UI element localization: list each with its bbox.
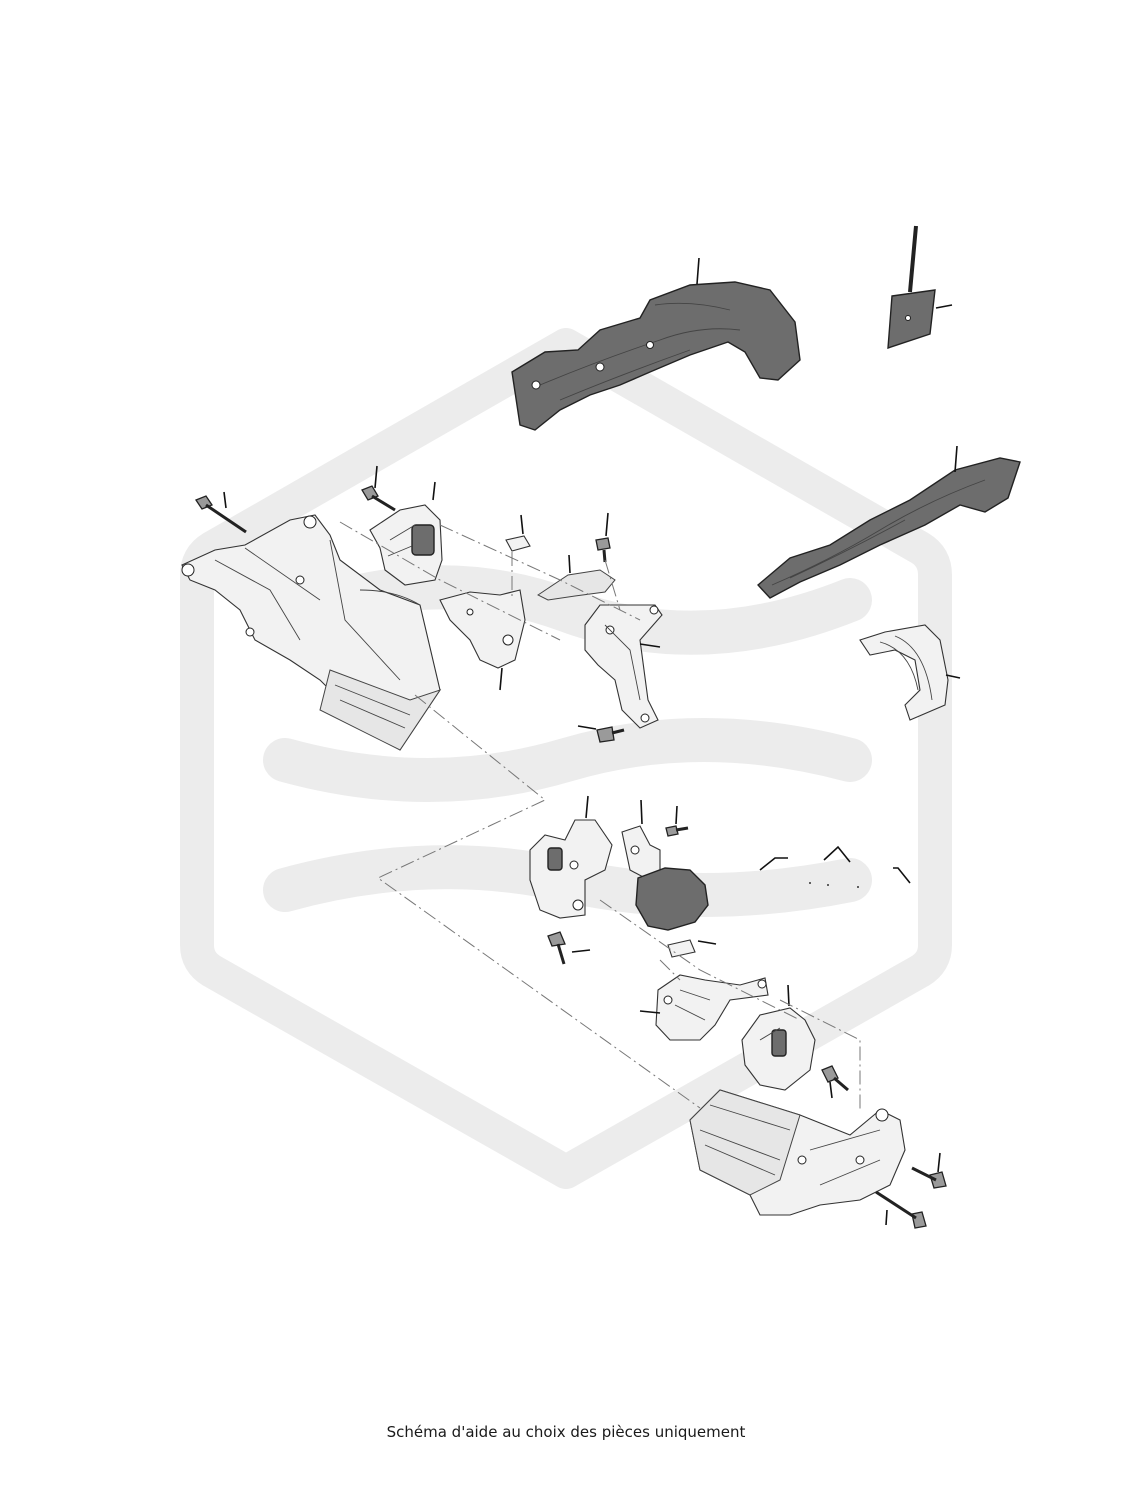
support-arm-right (584, 604, 663, 729)
side-guard-shield (859, 624, 961, 721)
mount-bracket-center (439, 589, 526, 691)
bolt-gearbox (547, 931, 591, 965)
mount-bracket-lower (639, 974, 769, 1041)
rubber-stop-lower (667, 939, 717, 958)
mount-cover (621, 799, 709, 931)
bolt-subframe-lower (875, 1190, 927, 1229)
engine-mount-left (361, 465, 443, 586)
diagram-caption: Schéma d'aide au choix des pièces unique… (386, 1423, 746, 1441)
bolt-mount-right (821, 1065, 849, 1099)
assembly-guide-lines (339, 521, 861, 1110)
engine-mount-right (741, 984, 816, 1091)
right-subframe (689, 1089, 906, 1216)
upper-heat-shield (511, 257, 801, 431)
long-bolt-left (195, 491, 247, 534)
loose-clips (759, 845, 911, 888)
watermark-logo-icon (180, 328, 952, 1189)
heat-shield-bracket (537, 554, 616, 601)
left-subframe (181, 514, 442, 751)
sensor-plate (887, 225, 953, 349)
bolt-subframe-upper (911, 1152, 947, 1189)
bolt-cover (665, 805, 689, 837)
lower-heat-shield (756, 445, 1021, 599)
gearbox-mount (529, 795, 613, 919)
rubber-stop-upper (505, 514, 531, 552)
bolt-upper-small (595, 512, 611, 563)
bolt-arm (577, 725, 625, 743)
